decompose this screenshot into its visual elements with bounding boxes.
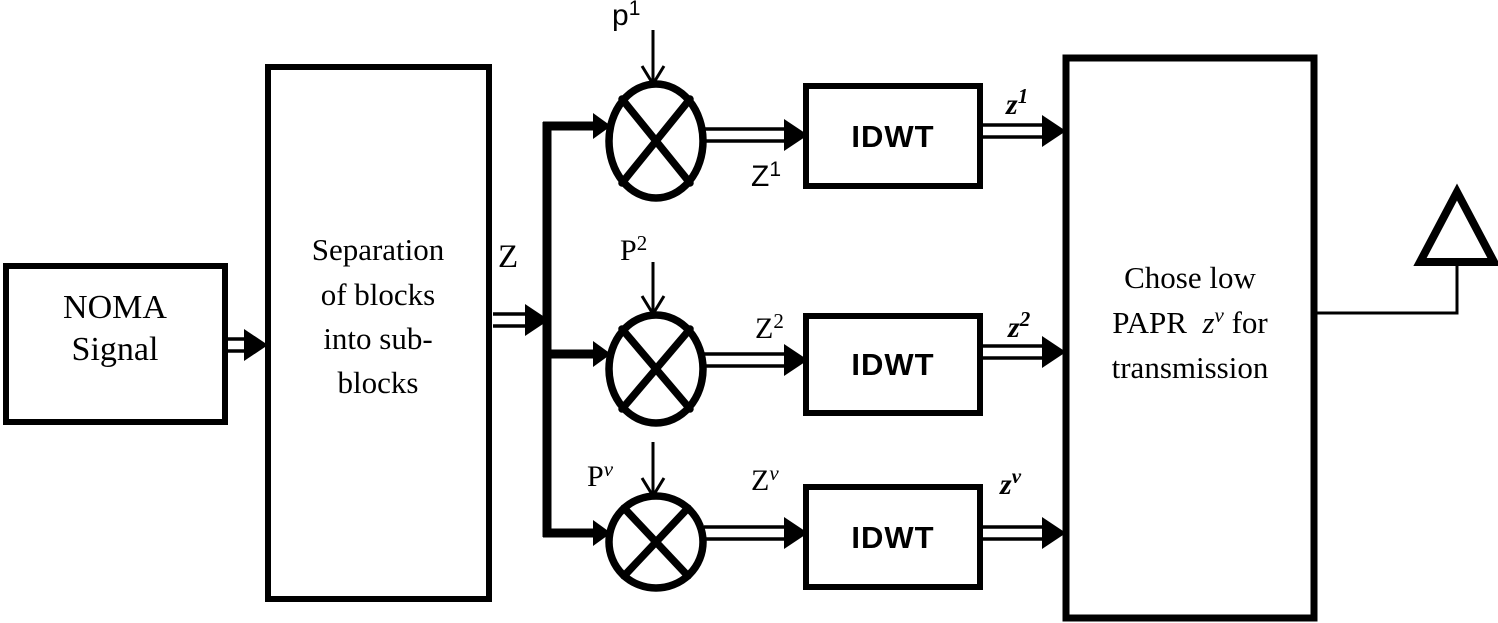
- selector-label-line2: PAPR zv for: [1112, 303, 1268, 340]
- idwt-2-to-selector-arrow: [982, 336, 1066, 368]
- multiplier-2-to-idwt-2-arrow: [704, 344, 808, 376]
- separation-label-line3: into sub-: [323, 321, 432, 356]
- label-Zv: Zv: [751, 461, 779, 497]
- idwt-3-to-selector-arrow: [982, 517, 1066, 549]
- phase-input-arrow-3: [640, 442, 666, 499]
- multiplier-1-icon: [605, 80, 707, 202]
- label-zv: zv: [999, 464, 1022, 501]
- phase-input-arrow-2: [640, 262, 666, 317]
- antenna-icon: [1314, 183, 1498, 315]
- noma-signal-label-line2: Signal: [72, 331, 159, 368]
- separation-label-line4: blocks: [338, 365, 419, 400]
- idwt-label-3: IDWT: [851, 520, 934, 555]
- branch-to-multiplier-2-arrow: [547, 341, 611, 367]
- separation-box: [265, 64, 492, 602]
- label-z2: z2: [1007, 307, 1031, 344]
- separation-label-line1: Separation: [312, 232, 445, 267]
- multiplier-1-to-idwt-1-arrow: [704, 119, 808, 151]
- multiplier-3-x: [620, 504, 692, 580]
- idwt-label-2: IDWT: [851, 347, 934, 382]
- branch-to-multiplier-3-arrow: [543, 520, 611, 546]
- selector-label-line3: transmission: [1112, 350, 1269, 385]
- noma-to-separation-arrow: [228, 329, 268, 361]
- idwt-label-1: IDWT: [851, 119, 934, 154]
- idwt-box-1: [803, 83, 983, 189]
- antenna-triangle: [1413, 183, 1498, 266]
- multiplier-3-to-idwt-3-arrow: [704, 517, 808, 549]
- phase-label-p1: p1: [612, 0, 640, 32]
- idwt-box-3: [803, 484, 983, 590]
- idwt-block-1: IDWT: [803, 83, 983, 189]
- idwt-1-to-selector-arrow: [982, 115, 1066, 147]
- label-Z2: Z2: [755, 309, 784, 345]
- selector-label-line1: Chose low: [1124, 260, 1256, 295]
- noma-signal-box: [3, 263, 228, 425]
- idwt-box-2: [803, 313, 983, 416]
- label-z1: z1: [1005, 84, 1028, 121]
- selector-block: Chose low PAPR zv for transmission: [1062, 54, 1318, 622]
- phase-label-p2: P2: [620, 231, 647, 267]
- phase-input-arrow-1: [640, 30, 666, 87]
- label-Z1: Z1: [751, 158, 781, 193]
- multiplier-2-icon: [605, 311, 707, 427]
- selector-box: [1062, 54, 1318, 622]
- noma-signal-label-line1: NOMA: [63, 289, 167, 326]
- multiplier-2-x: [618, 325, 694, 413]
- idwt-block-3: IDWT: [803, 484, 983, 590]
- multiplier-1-x: [618, 95, 694, 187]
- signal-z-label: Z: [498, 239, 518, 275]
- separation-label-line2: of blocks: [321, 277, 436, 312]
- separation-block: Separation of blocks into sub- blocks: [265, 64, 492, 602]
- noma-signal-block: NOMA Signal: [3, 263, 228, 425]
- branch-to-multiplier-1-arrow: [543, 113, 611, 139]
- multiplier-3-icon: [605, 492, 707, 592]
- idwt-block-2: IDWT: [803, 313, 983, 416]
- antenna-feed-line: [1314, 263, 1459, 315]
- separation-to-branch-arrow: [493, 304, 549, 336]
- phase-label-pv: Pv: [587, 457, 614, 493]
